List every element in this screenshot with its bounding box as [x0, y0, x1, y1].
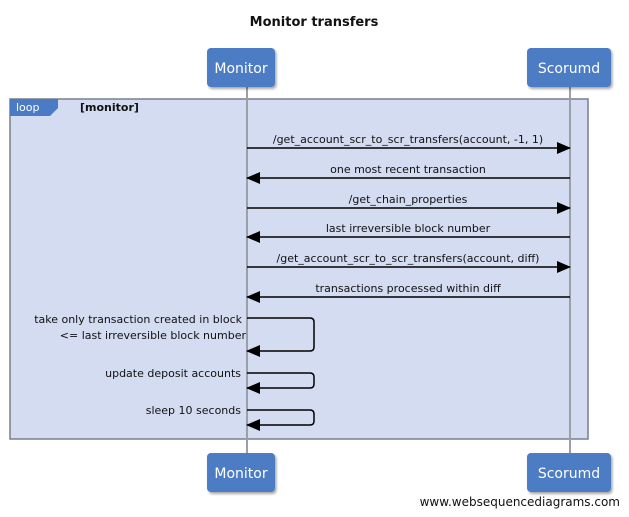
monitor-actor-top[interactable]: Monitor [207, 48, 275, 87]
message-transactions-within-diff: transactions processed within diff [246, 282, 570, 303]
monitor-actor-bottom-label: Monitor [214, 466, 267, 482]
self-message-sleep-label: sleep 10 seconds [146, 404, 242, 417]
scorumd-actor-bottom[interactable]: Scorumd [527, 453, 611, 492]
message-last-irreversible-block-label: last irreversible block number [326, 222, 491, 235]
scorumd-actor-top[interactable]: Scorumd [527, 48, 611, 87]
message-most-recent-transaction: one most recent transaction [246, 163, 570, 184]
message-last-irreversible-block: last irreversible block number [246, 222, 570, 243]
self-message-filter-line2: <= last irreversible block number [60, 329, 247, 342]
monitor-actor-bottom[interactable]: Monitor [207, 453, 275, 492]
loop-condition: [monitor] [80, 101, 139, 114]
message-get-transfers-diff: /get_account_scr_to_scr_transfers(accoun… [247, 252, 571, 273]
message-get-chain-properties: /get_chain_properties [247, 193, 571, 214]
monitor-actor-top-label: Monitor [214, 61, 267, 77]
diagram-title: Monitor transfers [250, 15, 379, 30]
message-get-chain-properties-label: /get_chain_properties [349, 193, 468, 206]
scorumd-actor-top-label: Scorumd [538, 61, 600, 77]
message-get-transfers-latest-label: /get_account_scr_to_scr_transfers(accoun… [273, 133, 543, 146]
self-message-update-deposit: update deposit accounts [105, 367, 315, 394]
loop-tag-shape [10, 99, 58, 116]
scorumd-actor-bottom-label: Scorumd [538, 466, 600, 482]
message-get-transfers-latest: /get_account_scr_to_scr_transfers(accoun… [247, 133, 571, 154]
loop-tag-label: loop [16, 101, 40, 114]
self-message-sleep: sleep 10 seconds [146, 404, 315, 431]
message-transactions-within-diff-label: transactions processed within diff [315, 282, 501, 295]
self-message-update-deposit-label: update deposit accounts [105, 367, 241, 380]
message-get-transfers-diff-label: /get_account_scr_to_scr_transfers(accoun… [277, 252, 540, 265]
credit-text: www.websequencediagrams.com [420, 495, 620, 509]
message-most-recent-transaction-label: one most recent transaction [330, 163, 486, 176]
self-message-filter-line1: take only transaction created in block [34, 313, 242, 326]
loop-frame [9, 98, 589, 440]
self-message-filter-transactions: take only transaction created in block <… [34, 313, 315, 357]
